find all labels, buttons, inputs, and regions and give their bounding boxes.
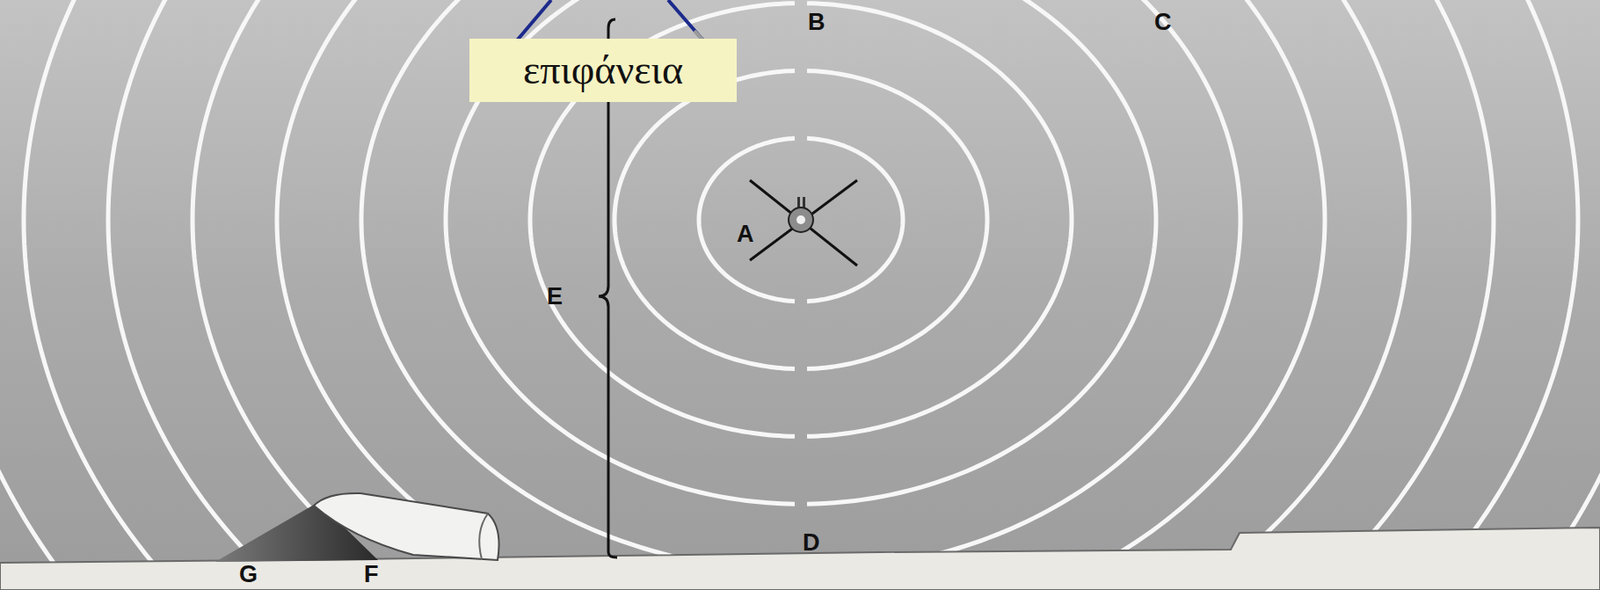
part-letter: B — [807, 10, 826, 35]
shock-wave-ring — [0, 0, 795, 590]
shock-wave-ring — [807, 0, 1494, 590]
shock-wave-ring — [698, 138, 795, 301]
part-letter: F — [363, 562, 379, 587]
shock-wave-ring — [807, 0, 1600, 590]
shock-wave-ring — [807, 3, 1072, 437]
shock-wave-ring — [276, 0, 795, 590]
wreck-hull — [313, 493, 500, 560]
shock-wave-ring — [614, 70, 795, 369]
mine-cross-line — [749, 180, 858, 261]
mine-cross-line — [749, 180, 858, 266]
shock-wave-ring — [807, 0, 1241, 572]
surface-pointer — [668, 0, 704, 41]
shock-wave-ring — [807, 0, 1600, 590]
shock-wave-ring — [445, 0, 795, 504]
shock-wave-ring — [23, 0, 795, 590]
shock-wave-ring — [192, 0, 795, 590]
surface-label-box: επιφάνεια — [469, 38, 737, 102]
shock-wave-ring — [807, 138, 903, 301]
shock-wave-ring — [807, 0, 1410, 590]
shock-wave-ring — [361, 0, 795, 572]
shock-wave-ring — [108, 0, 795, 590]
shock-wave-ring — [0, 0, 795, 590]
shock-wave-ring — [807, 70, 988, 369]
mine-highlight — [796, 215, 806, 225]
part-letter: E — [546, 284, 563, 309]
surface-pointer — [516, 0, 552, 41]
shock-wave-ring — [807, 0, 1325, 590]
shock-wave-ring — [807, 0, 1579, 590]
part-letter: G — [239, 562, 258, 587]
part-letter: D — [802, 530, 821, 555]
wreck-stern-line — [479, 513, 488, 560]
part-letter: C — [1154, 10, 1172, 35]
shock-wave-ring — [807, 0, 1157, 504]
part-letter: A — [736, 222, 755, 247]
mine-sphere — [788, 207, 814, 233]
surface-label: επιφάνεια — [523, 48, 684, 94]
